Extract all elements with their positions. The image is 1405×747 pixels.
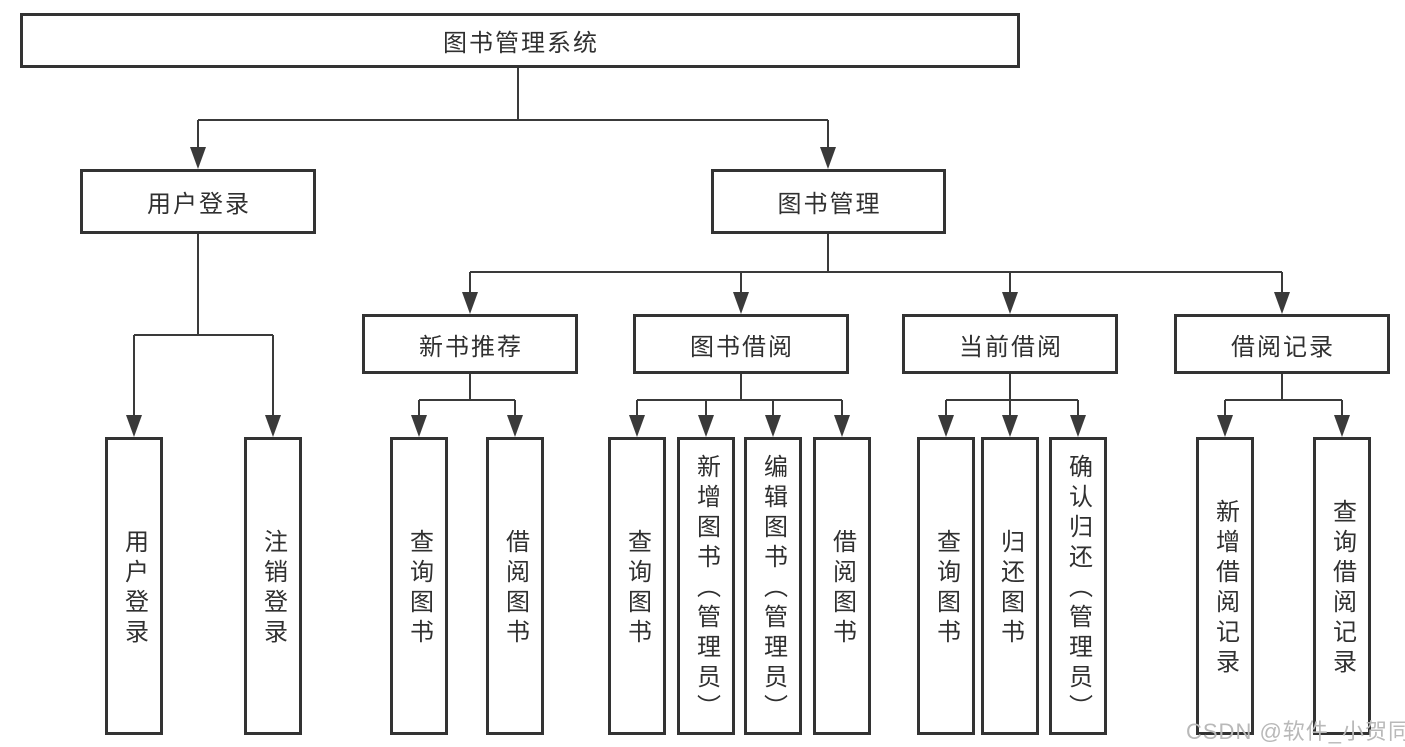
node-label: 查询图书 [623,529,651,649]
node-label: 查询借阅记录 [1328,499,1356,679]
node-label: 查询图书 [932,529,960,649]
node-label: 图书管理 [777,191,882,218]
leaf-bb-query-books: 查询图书 [608,437,666,735]
node-label: 用户登录 [147,191,251,218]
node-label: 确认归还（管理员） [1064,454,1092,724]
node-label: 新增图书（管理员） [692,454,720,724]
leaf-bb-edit-books-admin: 编辑图书（管理员） [744,437,802,735]
node-label: 借阅图书 [828,529,856,649]
node-label: 图书借阅 [690,333,794,361]
node-label: 注销登录 [259,529,287,649]
node-new-book-recommend: 新书推荐 [362,314,578,374]
leaf-bb-add-books-admin: 新增图书（管理员） [677,437,735,735]
node-book-management: 图书管理 [711,169,946,234]
node-label: 图书管理系统 [443,30,599,57]
node-label: 新增借阅记录 [1211,499,1239,679]
leaf-nb-query-books: 查询图书 [390,437,448,735]
leaf-br-query-borrow-record: 查询借阅记录 [1313,437,1371,735]
leaf-cb-return-books: 归还图书 [981,437,1039,735]
node-label: 归还图书 [996,529,1024,649]
node-user-login: 用户登录 [80,169,316,234]
node-label: 编辑图书（管理员） [759,454,787,724]
leaf-cb-query-books: 查询图书 [917,437,975,735]
csdn-watermark: CSDN @软件_小贺同学 [1186,719,1405,744]
leaf-cb-confirm-return-admin: 确认归还（管理员） [1049,437,1107,735]
node-label: 借阅记录 [1231,333,1335,361]
leaf-logout-login: 注销登录 [244,437,302,735]
node-label: 当前借阅 [959,333,1063,361]
node-label: 新书推荐 [419,333,523,361]
node-label: 借阅图书 [501,529,529,649]
node-label: 用户登录 [120,529,148,649]
node-root: 图书管理系统 [20,13,1020,68]
leaf-user-login: 用户登录 [105,437,163,735]
node-label: 查询图书 [405,529,433,649]
node-book-borrow: 图书借阅 [633,314,849,374]
node-borrow-records: 借阅记录 [1174,314,1390,374]
leaf-br-add-borrow-record: 新增借阅记录 [1196,437,1254,735]
node-current-borrow: 当前借阅 [902,314,1118,374]
leaf-bb-borrow-books: 借阅图书 [813,437,871,735]
leaf-nb-borrow-books: 借阅图书 [486,437,544,735]
arrowheads [126,147,1350,437]
